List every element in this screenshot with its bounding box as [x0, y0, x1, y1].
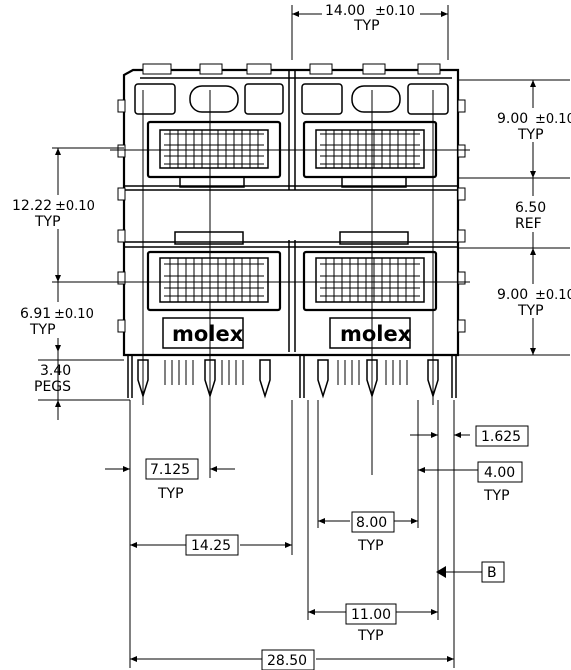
dim-right-mid: 6.50 REF: [458, 178, 570, 249]
dim-800-note: TYP: [357, 538, 384, 554]
dim-right-upper-tol: ±0.10: [535, 112, 571, 127]
dim-pegs-value: 3.40: [40, 363, 71, 379]
dim-right-lower-value: 9.00: [497, 287, 528, 303]
dim-left-lower: 6.91 ±0.10 TYP: [18, 281, 124, 352]
dim-right-upper-note: TYP: [517, 127, 544, 143]
dim-1425: 14.25: [130, 534, 292, 556]
dim-400-value: 4.00: [484, 465, 515, 481]
dim-1100-note: TYP: [357, 628, 384, 644]
dim-1100: 11.00 TYP: [308, 603, 438, 644]
dim-7125: 7.125 TYP: [105, 405, 235, 502]
dim-1625: 1.625: [410, 425, 529, 447]
dim-right-lower-tol: ±0.10: [535, 288, 571, 303]
dim-top-14: 14.00 ±0.10 TYP: [291, 2, 449, 60]
dim-right-upper-value: 9.00: [497, 111, 528, 127]
logo-plate-left: molex: [162, 317, 244, 349]
lower-left-port: [146, 231, 282, 312]
dim-left-upper-note: TYP: [34, 214, 61, 230]
dim-right-mid-note: REF: [515, 216, 542, 232]
dim-pegs: 3.40 PEGS: [34, 352, 130, 420]
upper-right-port: [302, 120, 438, 188]
dim-left-upper-tol: ±0.10: [55, 199, 95, 214]
dim-pegs-note: PEGS: [34, 379, 71, 395]
dim-1425-value: 14.25: [191, 538, 231, 554]
extension-lines: [129, 400, 455, 668]
molex-logo-right: molex: [340, 322, 412, 346]
dim-left-lower-value: 6.91: [20, 306, 51, 322]
dim-2850: 28.50: [130, 649, 454, 670]
dim-left-lower-note: TYP: [29, 322, 56, 338]
dim-right-lower-note: TYP: [517, 303, 544, 319]
dim-top-value: 14.00: [325, 3, 365, 19]
dim-top-tol: ±0.10: [375, 4, 415, 19]
dim-left-upper-value: 12.22: [12, 198, 52, 214]
dim-7125-note: TYP: [157, 486, 184, 502]
dim-7125-value: 7.125: [150, 462, 190, 478]
logo-plate-right: molex: [329, 317, 412, 349]
center-lines: [110, 90, 470, 405]
datum-b-label: B: [487, 565, 497, 581]
dim-top-note: TYP: [353, 18, 380, 34]
dim-right-mid-value: 6.50: [515, 200, 546, 216]
molex-logo-left: molex: [172, 322, 244, 346]
datum-b: B: [436, 561, 505, 583]
dim-right-upper: 9.00 ±0.10 TYP: [458, 79, 571, 179]
dim-800: 8.00 TYP: [318, 511, 418, 554]
dim-400-note: TYP: [483, 488, 510, 504]
connector-outline: [117, 63, 466, 357]
pins-and-pegs: [127, 355, 457, 399]
lower-right-port: [302, 231, 438, 312]
dim-left-upper: 12.22 ±0.10 TYP: [10, 147, 124, 282]
upper-left-port: [146, 120, 282, 188]
dim-left-lower-tol: ±0.10: [54, 307, 94, 322]
dim-1100-value: 11.00: [351, 607, 391, 623]
dim-2850-value: 28.50: [267, 653, 307, 669]
dim-1625-value: 1.625: [481, 429, 521, 445]
dim-800-value: 8.00: [356, 515, 387, 531]
dim-400: 4.00 TYP: [418, 461, 523, 504]
dim-right-lower: 9.00 ±0.10 TYP: [458, 248, 571, 356]
